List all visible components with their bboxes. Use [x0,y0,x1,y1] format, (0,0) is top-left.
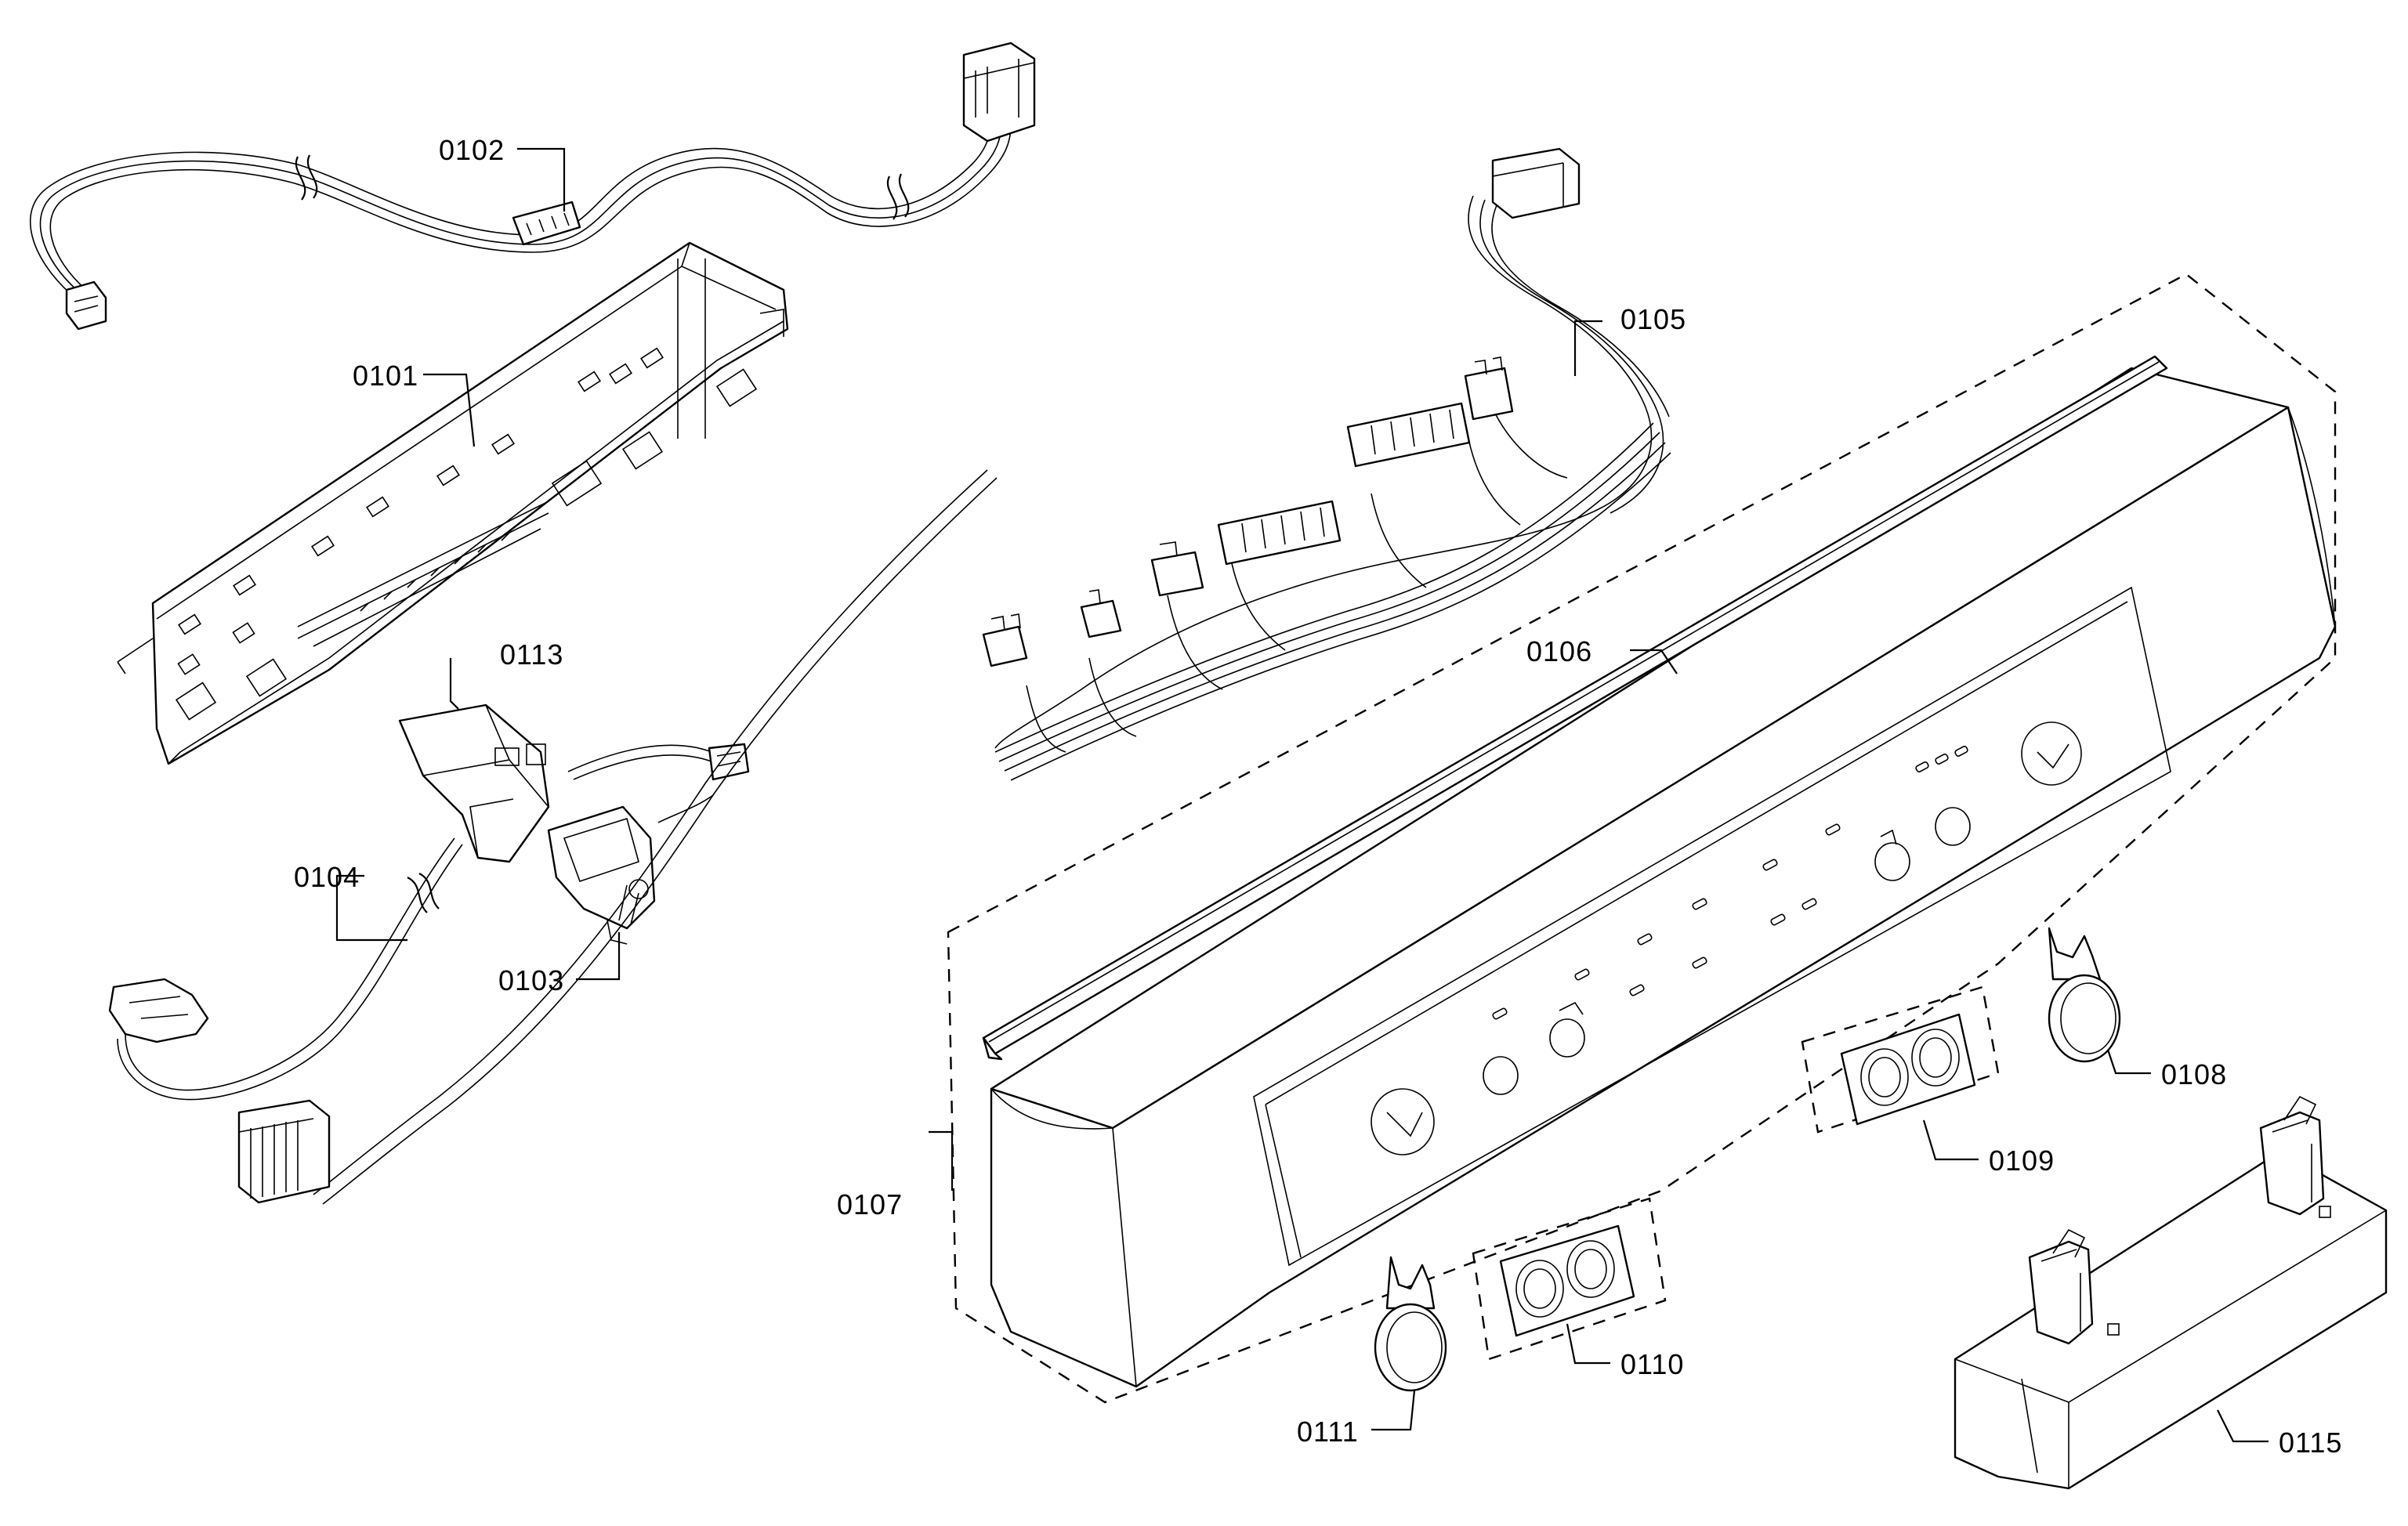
part-0104-wire-harness [108,469,998,1205]
label-0111: 0111 [1297,1416,1359,1448]
label-0109: 0109 [1989,1144,2055,1177]
label-0108: 0108 [2161,1058,2227,1090]
part-0115-bracket [1954,1095,2388,1490]
label-0103: 0103 [498,964,564,996]
part-0113-switch-housing [398,703,550,863]
label-0107: 0107 [837,1188,903,1220]
callout-leaders [335,147,2269,1443]
part-0107-control-panel [990,367,2337,1388]
label-0101: 0101 [353,360,418,392]
part-0101-control-board [117,241,789,765]
part-0109-button-pair [1801,985,2000,1134]
label-0115: 0115 [2279,1427,2342,1459]
label-0105: 0105 [1620,303,1686,335]
part-0103-switch [547,805,656,945]
part-0111-knob [1374,1256,1447,1392]
part-0102-wire-harness [29,42,1036,331]
part-0105-wire-harness [982,147,1671,781]
part-0106-seal-strip [982,355,2168,1061]
label-0102: 0102 [439,134,505,166]
label-0113: 0113 [500,638,563,671]
label-0110: 0110 [1620,1348,1684,1380]
label-0106: 0106 [1526,635,1592,667]
part-0107-group-outline [947,273,2337,1404]
part-0110-button-pair [1472,1197,1667,1361]
label-0104: 0104 [294,861,360,893]
part-labels: 0102 0101 0105 0106 0113 0104 0103 0107 … [294,134,2342,1459]
part-0108-knob [2048,927,2121,1063]
